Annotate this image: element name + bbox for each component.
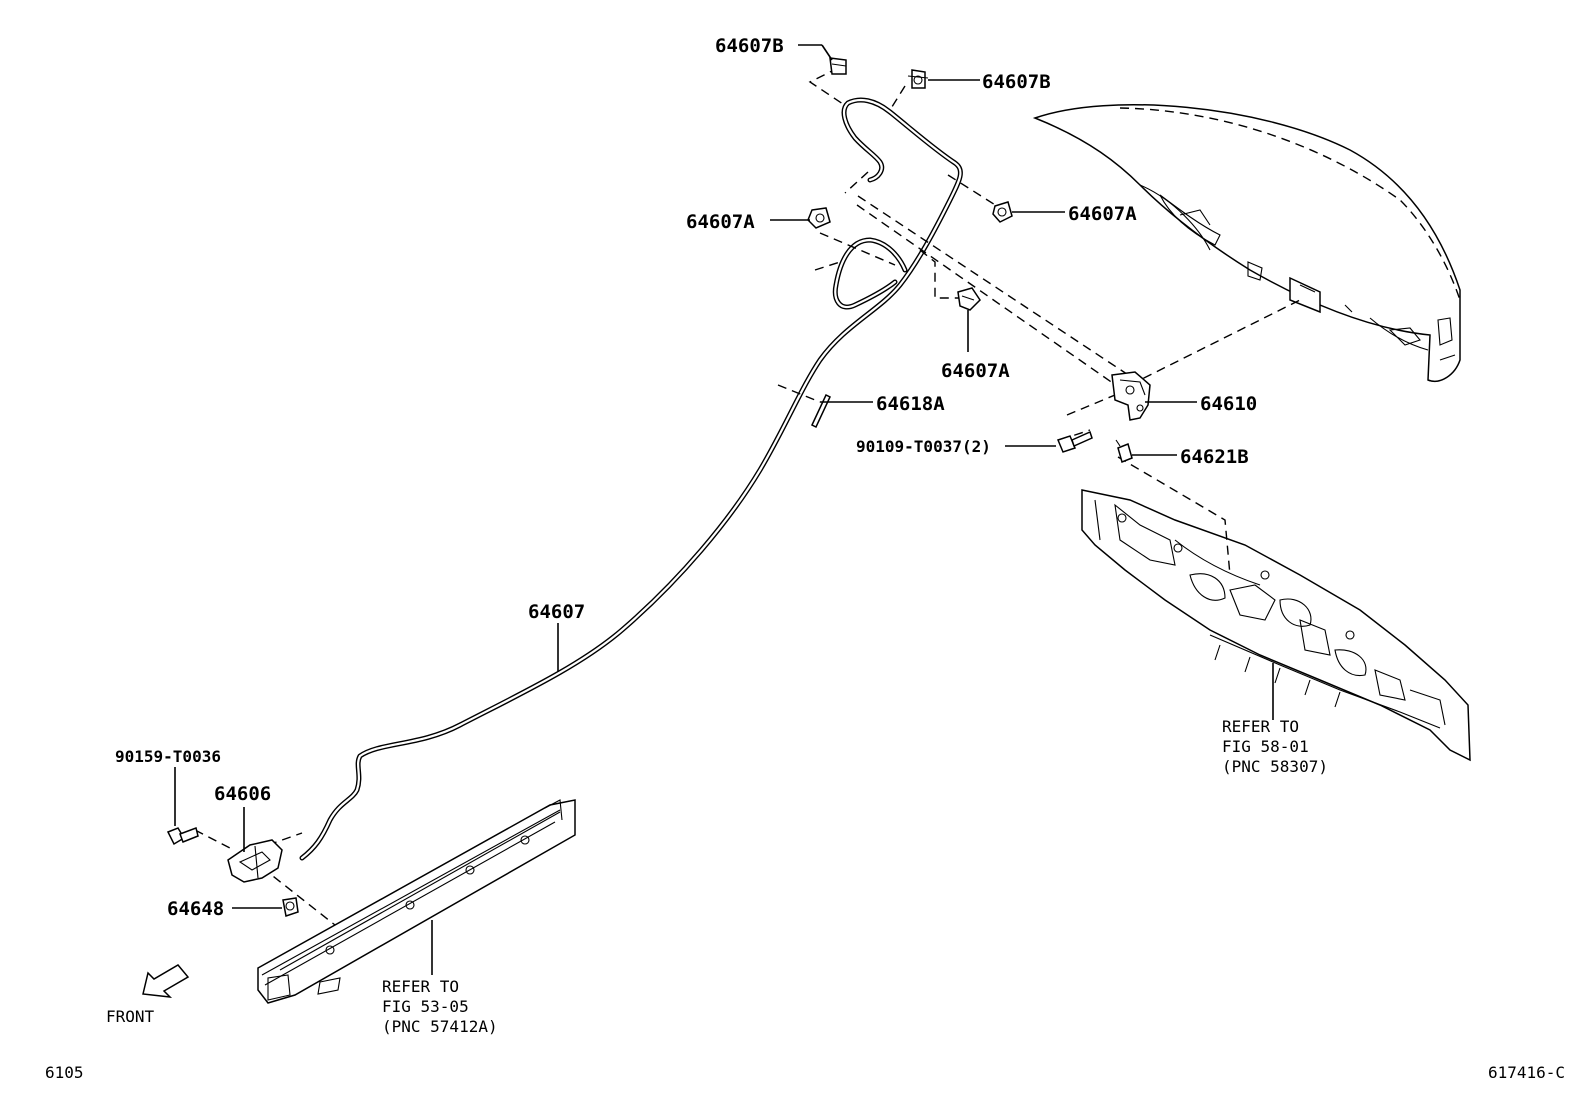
callout-64607: 64607 [528, 601, 585, 623]
rear-body-panel-drawing [1081, 489, 1471, 762]
clip-64607B-right [907, 69, 929, 89]
corner-code-right: 617416-C [1488, 1063, 1565, 1082]
callout-64607A-mid: 64607A [941, 360, 1010, 382]
clip-64618A [811, 393, 831, 429]
callout-64607A-left: 64607A [686, 211, 755, 233]
ref-note-fig-53-05: REFER TO FIG 53-05 (PNC 57412A) [382, 977, 498, 1036]
callout-90109-T0037: 90109-T0037(2) [856, 437, 991, 456]
leader-lines [174, 44, 1197, 909]
rocker-sill-drawing [257, 799, 576, 1004]
clip-64621B [1115, 439, 1133, 464]
callout-64618A: 64618A [876, 393, 945, 415]
bolt-90159 [166, 827, 199, 846]
bolt-90109 [1056, 430, 1093, 453]
front-label: FRONT [106, 1007, 155, 1026]
ref-5305-line1: REFER TO [382, 977, 459, 996]
callout-64610: 64610 [1200, 393, 1257, 415]
ref-5305-line3: (PNC 57412A) [382, 1017, 498, 1036]
callout-64607A-right: 64607A [1068, 203, 1137, 225]
corner-code-left: 6105 [45, 1063, 84, 1082]
callout-64607B-right: 64607B [982, 71, 1051, 93]
callout-64607B-top: 64607B [715, 35, 784, 57]
clip-64607B-top [829, 57, 847, 75]
clip-64607A-mid [957, 287, 981, 311]
ref-note-fig-58-01: REFER TO FIG 58-01 (PNC 58307) [1222, 717, 1328, 776]
trunk-lid-drawing [1032, 104, 1461, 382]
ref-5305-line2: FIG 53-05 [382, 997, 469, 1016]
ref-5801-line3: (PNC 58307) [1222, 757, 1328, 776]
callout-90159-T0036: 90159-T0036 [115, 747, 221, 766]
clip-64607A-right [992, 201, 1013, 223]
latch-64610 [1111, 371, 1151, 421]
clip-64607A-left [807, 207, 831, 229]
clip-64648 [282, 897, 299, 917]
ref-5801-line1: REFER TO [1222, 717, 1299, 736]
front-arrow-icon [142, 964, 190, 998]
ref-5801-line2: FIG 58-01 [1222, 737, 1309, 756]
callout-64621B: 64621B [1180, 446, 1249, 468]
callout-64648: 64648 [167, 898, 224, 920]
handle-64606 [227, 839, 283, 883]
callout-64606: 64606 [214, 783, 271, 805]
assembly-dashed-lines [194, 67, 1301, 926]
release-cable-drawing [299, 97, 963, 861]
